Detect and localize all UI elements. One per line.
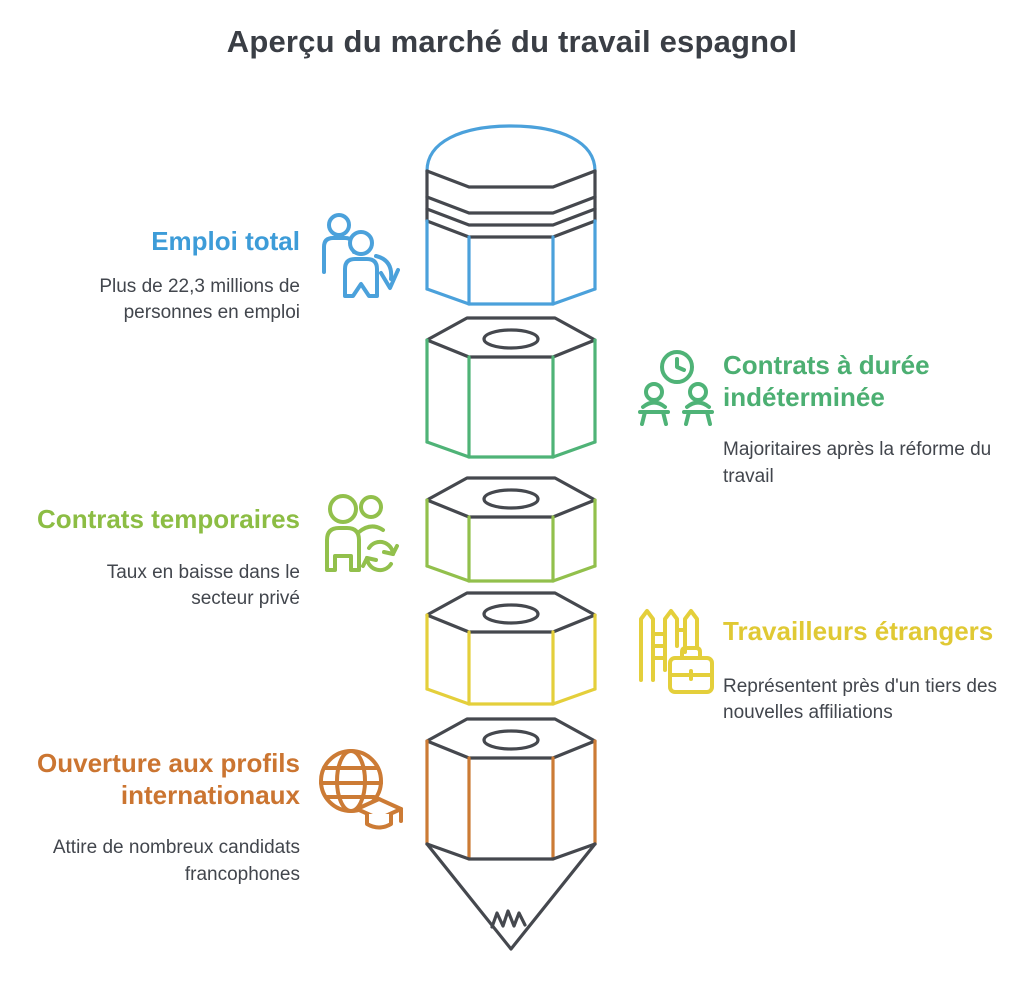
item-heading: Contrats temporaires <box>37 504 300 534</box>
item-body: Attire de nombreux candidats francophone… <box>52 837 300 886</box>
item-contrats-cdi: Contrats à durée indéterminée Majoritair… <box>723 350 1023 491</box>
item-contrats-temporaires: Contrats temporaires Taux en baisse dans… <box>0 504 300 613</box>
item-heading: Contrats à durée indéterminée <box>723 350 930 412</box>
item-heading: Travailleurs étrangers <box>723 616 994 646</box>
item-heading: Ouverture aux profils internationaux <box>37 748 300 810</box>
pencil-segment-cdi <box>425 316 597 459</box>
item-travailleurs-etrangers: Travailleurs étrangers Représentent près… <box>723 616 1024 727</box>
item-profils-internationaux: Ouverture aux profils internationaux Att… <box>0 748 300 889</box>
page-title: Aperçu du marché du travail espagnol <box>226 24 798 59</box>
fence-briefcase-icon <box>639 609 714 694</box>
people-arrow-down-icon <box>322 213 400 298</box>
pencil-segment-internationaux <box>425 717 597 951</box>
pencil-tip <box>425 842 597 951</box>
clock-workers-icon <box>638 350 714 426</box>
item-emploi-total: Emploi total Plus de 22,3 millions de pe… <box>30 226 300 327</box>
pencil-segment-temporaires <box>425 476 597 583</box>
globe-graduation-icon <box>319 749 403 830</box>
item-body: Majoritaires après la réforme du travail <box>723 439 992 488</box>
people-refresh-icon <box>325 494 399 573</box>
item-body: Représentent près d'un tiers des nouvell… <box>723 675 998 724</box>
item-body: Taux en baisse dans le secteur privé <box>106 561 300 610</box>
item-body: Plus de 22,3 millions de personnes en em… <box>99 275 300 324</box>
pencil-segment-eraser <box>425 124 597 306</box>
pencil-segment-etrangers <box>425 591 597 706</box>
item-heading: Emploi total <box>151 226 300 256</box>
